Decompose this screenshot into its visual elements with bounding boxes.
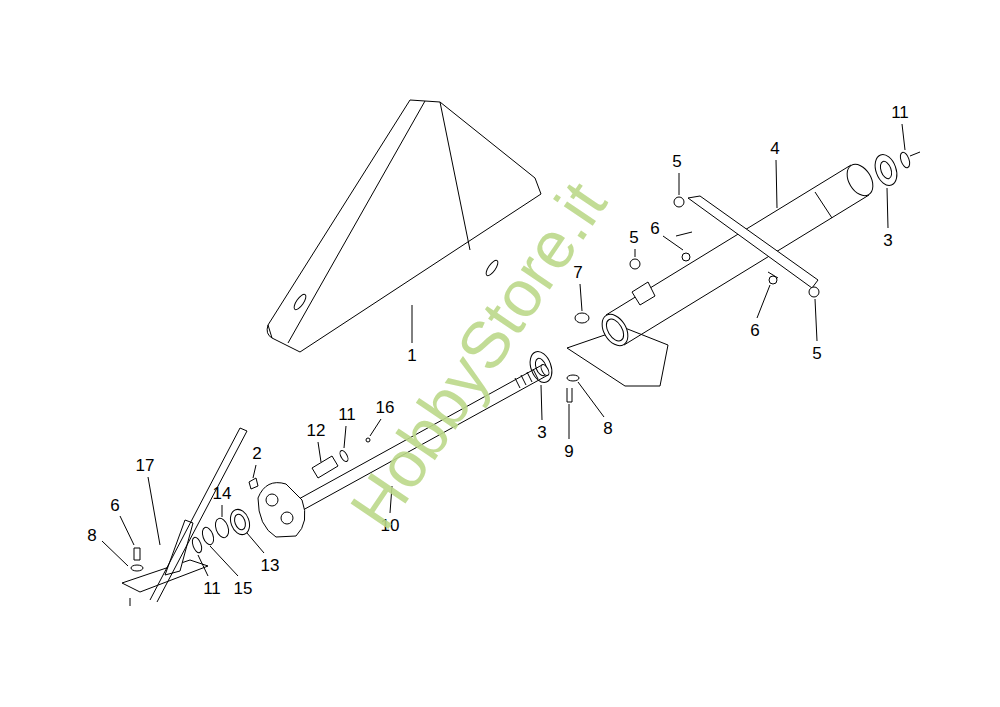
callout-number: 11 [203,580,221,597]
lever-bracket [122,428,247,606]
callout-number: 3 [883,232,892,249]
callout-number: 11 [338,406,356,423]
callout-number: 8 [87,527,96,544]
callout-number: 2 [252,445,261,462]
callout-number: 16 [376,399,395,416]
support-tube [567,160,878,386]
callout-number: 9 [564,443,573,460]
callout-number: 6 [650,220,659,237]
callout-number: 5 [629,229,638,246]
callout-number: 15 [234,580,253,597]
callout-number: 5 [672,153,681,170]
callout-number: 11 [891,104,909,121]
fasteners [567,197,819,402]
callout-number: 5 [812,345,821,362]
callout-number: 6 [110,497,119,514]
callout-number: 14 [213,485,232,502]
callout-number: 6 [750,322,759,339]
callout-number: 13 [261,557,280,574]
callout-number: 1 [407,347,416,364]
callout-number: 3 [537,424,546,441]
leader-lines [102,124,905,576]
callout-number: 17 [136,457,155,474]
callout-number: 4 [770,140,779,157]
callout-number: 12 [307,422,326,439]
callout-number: 8 [603,420,612,437]
